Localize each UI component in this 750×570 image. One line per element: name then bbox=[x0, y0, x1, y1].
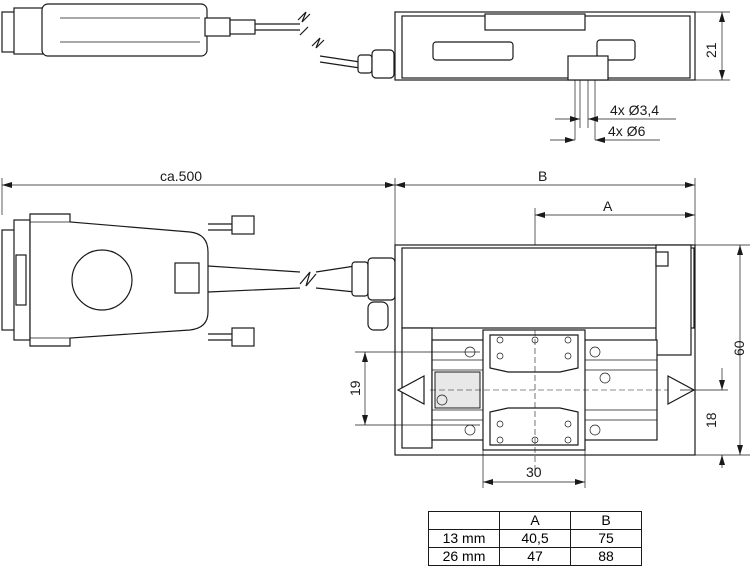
dim-width-A: A bbox=[603, 198, 613, 214]
dim-hole-large: 4x Ø6 bbox=[608, 123, 646, 139]
connector-plan-view bbox=[1, 213, 396, 347]
unit-plan-view bbox=[394, 244, 696, 470]
dim-width-B: B bbox=[538, 168, 547, 184]
table-cell: 75 bbox=[570, 529, 642, 548]
connector-side-view bbox=[1, 3, 311, 57]
table-row: 26 mm 47 88 bbox=[428, 547, 642, 566]
dimension-table: A B 13 mm 40,5 75 26 mm 47 88 bbox=[428, 511, 642, 566]
table-cell: 47 bbox=[499, 547, 571, 566]
dim-depth: 60 bbox=[731, 340, 747, 356]
table-cell: 88 bbox=[570, 547, 642, 566]
dim-cable-length: ca.500 bbox=[160, 168, 202, 184]
table-cell: 26 mm bbox=[428, 547, 500, 566]
table-header-cell: B bbox=[570, 511, 642, 530]
dim-offset-19: 19 bbox=[347, 380, 363, 396]
unit-side-view bbox=[311, 11, 696, 140]
table-header-cell: A bbox=[499, 511, 571, 530]
table-cell: 13 mm bbox=[428, 529, 500, 548]
dim-carriage-width: 30 bbox=[526, 464, 542, 480]
dim-hole-small: 4x Ø3,4 bbox=[610, 102, 659, 118]
table-cell: 40,5 bbox=[499, 529, 571, 548]
table-row: 13 mm 40,5 75 bbox=[428, 529, 642, 548]
table-header-cell bbox=[428, 511, 500, 530]
dim-offset-18: 18 bbox=[703, 412, 719, 428]
dim-height-side: 21 bbox=[703, 42, 719, 58]
table-header-row: A B bbox=[428, 511, 642, 530]
arrow-left-icon bbox=[396, 374, 425, 406]
